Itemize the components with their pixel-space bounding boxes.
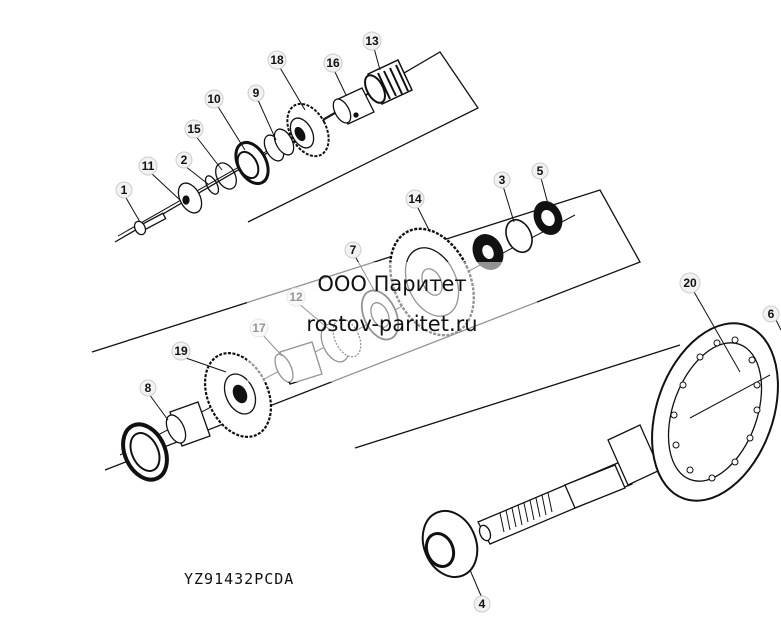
callout-8: 8 (139, 379, 157, 397)
svg-text:11: 11 (142, 159, 155, 173)
callout-1: 1 (115, 181, 133, 199)
top-frame-line (114, 51, 479, 243)
callout-2: 2 (175, 151, 193, 169)
gear-18-part (286, 102, 330, 158)
ring-5-inner (539, 208, 557, 228)
callout-10: 10 (204, 89, 224, 109)
needle-bearing-13-part (364, 59, 413, 105)
callout-7: 7 (344, 241, 362, 259)
svg-text:10: 10 (207, 92, 221, 106)
pinion-assembly (354, 322, 779, 578)
o-ring-part (215, 162, 237, 190)
watermark-backdrop (247, 262, 537, 382)
bearing-8-part (121, 422, 169, 482)
svg-text:19: 19 (174, 344, 188, 358)
callout-9: 9 (247, 84, 265, 102)
watermark-company: ООО Паритет (317, 272, 467, 296)
svg-text:18: 18 (270, 53, 284, 67)
black-ring-inner (480, 243, 496, 261)
leader-lines (124, 47, 781, 599)
callout-14: 14 (405, 189, 425, 209)
washer-part (177, 182, 203, 214)
bolt-part (133, 212, 167, 236)
svg-text:4: 4 (479, 597, 486, 611)
callout-16: 16 (323, 53, 343, 73)
svg-text:3: 3 (499, 173, 506, 187)
svg-text:8: 8 (145, 381, 152, 395)
ring-gear-part (651, 322, 779, 502)
callout-19: 19 (171, 341, 191, 361)
svg-text:2: 2 (181, 153, 188, 167)
callout-15: 15 (184, 119, 204, 139)
svg-text:16: 16 (326, 56, 340, 70)
bearing-10-part (234, 140, 270, 186)
figure-code: YZ91432PCDA (184, 570, 295, 588)
spacer-9-part (263, 128, 295, 162)
callout-18: 18 (267, 50, 287, 70)
callout-6: 6 (762, 305, 780, 323)
bushing-16-part (332, 87, 375, 125)
bottom-frame-line (354, 344, 681, 449)
snap-ring-part (204, 175, 220, 195)
svg-text:15: 15 (187, 122, 201, 136)
svg-text:20: 20 (683, 276, 697, 290)
svg-text:14: 14 (408, 192, 422, 206)
bearing-4-part (421, 510, 479, 578)
callout-11: 11 (138, 156, 158, 176)
callout-13: 13 (362, 31, 382, 51)
svg-text:1: 1 (121, 183, 128, 197)
svg-text:13: 13 (365, 34, 379, 48)
bushing-middle-part (165, 401, 211, 447)
watermark-site: rostov-paritet.ru (306, 312, 478, 336)
svg-text:7: 7 (350, 243, 357, 257)
callout-3: 3 (493, 171, 511, 189)
svg-text:6: 6 (768, 307, 775, 321)
callout-4: 4 (473, 595, 491, 613)
svg-text:5: 5 (537, 164, 544, 178)
svg-text:9: 9 (253, 86, 260, 100)
top-shaft-assembly (114, 51, 479, 243)
ring-3-part (505, 218, 533, 254)
callout-5: 5 (531, 162, 549, 180)
pinion-shaft-part (477, 424, 661, 545)
callout-20: 20 (679, 272, 701, 294)
